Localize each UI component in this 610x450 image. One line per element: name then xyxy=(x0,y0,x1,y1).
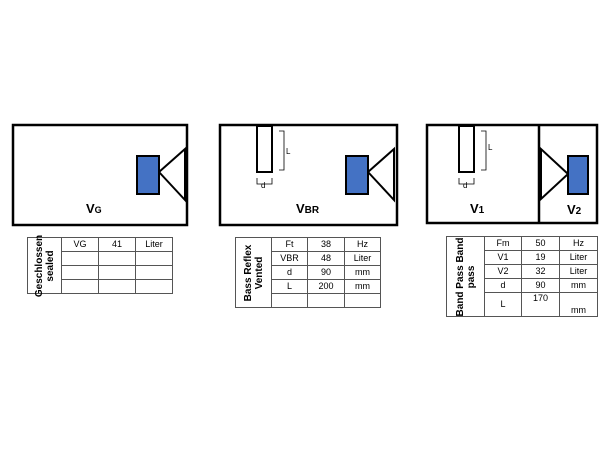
table-cell xyxy=(344,293,381,308)
table-cell: mm xyxy=(344,265,381,280)
bass-reflex-driver-cone xyxy=(366,146,395,203)
sealed-table-side-label: Geschlossen sealed xyxy=(27,234,62,297)
port-length-dimension xyxy=(279,130,285,171)
table-cell: d xyxy=(271,265,308,280)
table-cell: 48 xyxy=(307,251,345,266)
table-cell xyxy=(61,265,99,280)
band-pass-port-length-label: L xyxy=(488,143,493,152)
bass-reflex-enclosure: L d VBR xyxy=(218,123,399,227)
port-length-label: L xyxy=(286,147,291,156)
table-cell: 90 xyxy=(521,278,560,293)
table-cell: Liter xyxy=(559,264,598,279)
table-cell: 200 xyxy=(307,279,345,294)
table-cell: 38 xyxy=(307,237,345,252)
sealed-volume-label: VG xyxy=(86,201,102,216)
table-cell: L xyxy=(271,279,308,294)
band-pass-enclosure: L d V1 V2 xyxy=(425,123,599,225)
table-cell xyxy=(135,251,173,266)
table-cell xyxy=(98,265,136,280)
table-cell: Liter xyxy=(559,250,598,265)
table-cell: Liter xyxy=(135,237,173,252)
port-diameter-dimension xyxy=(256,178,273,185)
bass-reflex-driver-magnet xyxy=(345,155,369,195)
bass-reflex-port xyxy=(256,125,273,173)
bass-reflex-table-side-label: Bass Reflex Vented xyxy=(235,237,272,308)
band-pass-volume1-label: V1 xyxy=(470,201,485,216)
table-cell xyxy=(61,251,99,266)
port-diameter-label: d xyxy=(261,181,265,190)
band-pass-port-length-dimension xyxy=(481,130,487,171)
table-cell xyxy=(98,279,136,294)
band-pass-port-diameter-dimension xyxy=(458,178,475,185)
table-cell xyxy=(271,293,308,308)
table-cell: 50 xyxy=(521,236,560,251)
sealed-enclosure: VG xyxy=(11,123,189,227)
table-cell: 41 xyxy=(98,237,136,252)
band-pass-volume2-label: V2 xyxy=(567,202,582,217)
table-cell: V1 xyxy=(484,250,522,265)
band-pass-spec-table: Band Pass Band pass Fm 50 Hz V1 19 Liter… xyxy=(446,236,598,317)
table-cell: mm xyxy=(559,278,598,293)
sealed-driver-cone xyxy=(157,146,186,203)
table-cell: d xyxy=(484,278,522,293)
sealed-spec-table: Geschlossen sealed VG 41 Liter xyxy=(27,234,173,297)
band-pass-driver-magnet xyxy=(567,155,589,195)
band-pass-driver-cone xyxy=(540,146,570,202)
table-cell: Hz xyxy=(559,236,598,251)
table-cell: Ft xyxy=(271,237,308,252)
table-cell: Fm xyxy=(484,236,522,251)
table-cell: VBR xyxy=(271,251,308,266)
table-cell: mm xyxy=(559,292,598,317)
table-cell xyxy=(307,293,345,308)
table-cell: 90 xyxy=(307,265,345,280)
table-cell: Hz xyxy=(344,237,381,252)
band-pass-table-side-label: Band Pass Band pass xyxy=(446,236,485,317)
sealed-driver-magnet xyxy=(136,155,160,195)
table-cell xyxy=(61,279,99,294)
table-cell xyxy=(98,251,136,266)
bass-reflex-spec-table: Bass Reflex Vented Ft 38 Hz VBR 48 Liter… xyxy=(235,237,381,308)
table-cell xyxy=(135,265,173,280)
table-cell: L xyxy=(484,292,522,317)
band-pass-port xyxy=(458,125,475,173)
bass-reflex-volume-label: VBR xyxy=(296,201,320,216)
table-cell xyxy=(135,279,173,294)
table-cell: mm xyxy=(344,279,381,294)
table-cell: 170 xyxy=(521,292,560,317)
table-cell: 19 xyxy=(521,250,560,265)
table-cell: V2 xyxy=(484,264,522,279)
table-cell: Liter xyxy=(344,251,381,266)
table-cell: VG xyxy=(61,237,99,252)
table-cell: 32 xyxy=(521,264,560,279)
band-pass-port-diameter-label: d xyxy=(463,181,467,190)
